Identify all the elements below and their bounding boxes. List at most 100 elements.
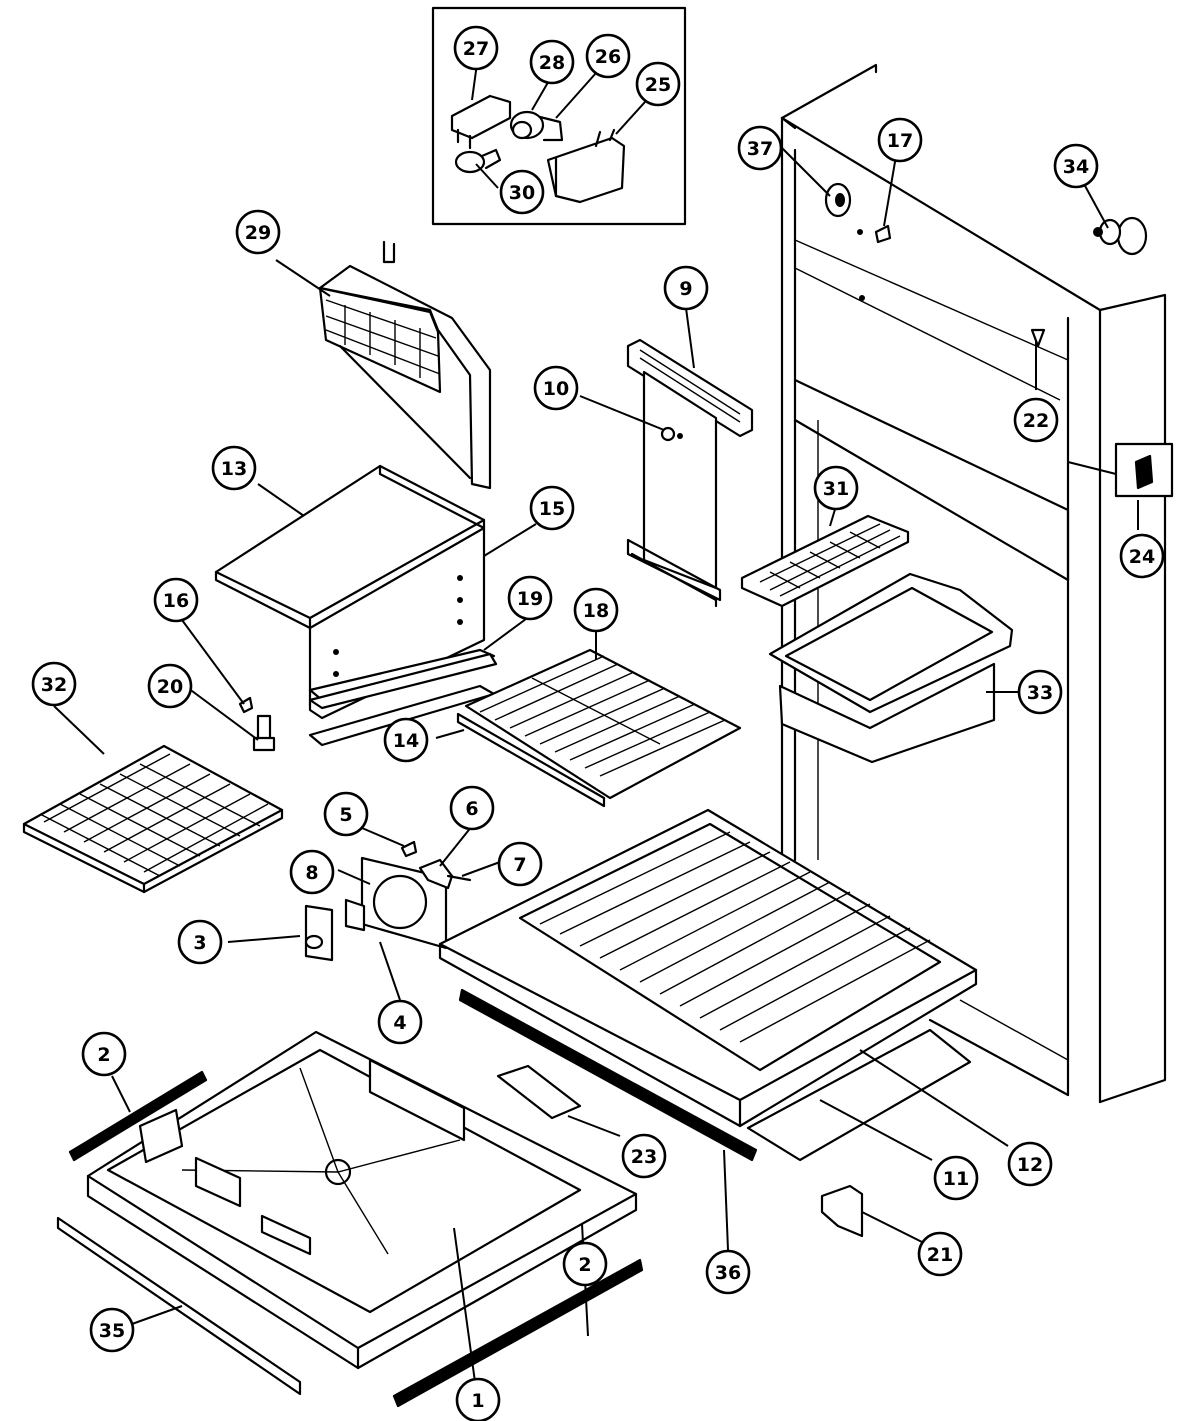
callout-22: 22 <box>1013 397 1059 443</box>
svg-text:29: 29 <box>245 222 271 244</box>
svg-text:12: 12 <box>1017 1154 1043 1176</box>
callout-20: 20 <box>147 663 193 709</box>
callout-30: 30 <box>499 169 545 215</box>
svg-text:15: 15 <box>539 498 565 520</box>
svg-text:1: 1 <box>471 1390 484 1412</box>
part-17-clip <box>874 224 892 244</box>
svg-text:36: 36 <box>715 1262 741 1284</box>
callout-28: 28 <box>529 39 575 85</box>
svg-text:33: 33 <box>1027 682 1053 704</box>
callout-34: 34 <box>1053 143 1099 189</box>
callout-23: 23 <box>621 1133 667 1179</box>
svg-text:3: 3 <box>193 932 206 954</box>
part-16-20-fasteners <box>238 696 276 752</box>
callout-37: 37 <box>737 125 783 171</box>
part-33-drawer <box>768 572 1014 764</box>
svg-text:20: 20 <box>157 676 183 698</box>
callout-19: 19 <box>507 575 553 621</box>
callout-7: 7 <box>497 841 543 887</box>
svg-text:19: 19 <box>517 588 543 610</box>
part-32-grille <box>22 744 284 894</box>
callout-24: 24 <box>1119 533 1165 579</box>
part-22-screw <box>1030 328 1046 348</box>
callout-6: 6 <box>449 785 495 831</box>
svg-text:25: 25 <box>645 74 671 96</box>
callout-5: 5 <box>323 791 369 837</box>
svg-text:5: 5 <box>339 804 352 826</box>
svg-text:26: 26 <box>595 46 621 68</box>
callout-16: 16 <box>153 577 199 623</box>
svg-text:32: 32 <box>41 674 67 696</box>
callout-11: 11 <box>933 1155 979 1201</box>
part-35-front-rail <box>56 1216 302 1396</box>
svg-text:2: 2 <box>97 1044 110 1066</box>
svg-text:7: 7 <box>513 854 526 876</box>
callout-33: 33 <box>1017 669 1063 715</box>
svg-text:8: 8 <box>305 862 318 884</box>
part-29-ice-tray-cover <box>318 240 492 490</box>
svg-text:30: 30 <box>509 182 535 204</box>
callout-14: 14 <box>383 717 429 763</box>
svg-text:23: 23 <box>631 1146 657 1168</box>
svg-text:9: 9 <box>679 278 692 300</box>
part-21-bracket <box>820 1184 864 1238</box>
part-12-crisper-shelf <box>438 808 978 1128</box>
svg-text:6: 6 <box>465 798 478 820</box>
callout-26: 26 <box>585 33 631 79</box>
svg-text:35: 35 <box>99 1320 125 1342</box>
svg-text:18: 18 <box>583 600 609 622</box>
callout-13: 13 <box>211 445 257 491</box>
part-37-control-knob <box>824 182 852 218</box>
part-1-drain-pan <box>86 1030 638 1370</box>
callout-10: 10 <box>533 365 579 411</box>
callout-25: 25 <box>635 61 681 107</box>
svg-text:24: 24 <box>1129 546 1155 568</box>
callout-36: 36 <box>705 1249 751 1295</box>
svg-text:27: 27 <box>463 38 489 60</box>
callout-12: 12 <box>1007 1141 1053 1187</box>
svg-text:37: 37 <box>747 138 773 160</box>
part-24-switch-box <box>1114 442 1174 498</box>
callout-1: 1 <box>455 1377 501 1421</box>
svg-text:10: 10 <box>543 378 569 400</box>
svg-text:31: 31 <box>823 478 849 500</box>
callout-32: 32 <box>31 661 77 707</box>
callout-4: 4 <box>377 999 423 1045</box>
svg-text:4: 4 <box>393 1012 406 1034</box>
svg-text:17: 17 <box>887 130 913 152</box>
callout-15: 15 <box>529 485 575 531</box>
part-3-8-fan-assembly <box>304 840 472 962</box>
svg-text:34: 34 <box>1063 156 1089 178</box>
callout-29: 29 <box>235 209 281 255</box>
svg-text:14: 14 <box>393 730 419 752</box>
svg-text:16: 16 <box>163 590 189 612</box>
callout-27: 27 <box>453 25 499 71</box>
part-36-trim <box>458 988 758 1162</box>
callout-17: 17 <box>877 117 923 163</box>
svg-text:13: 13 <box>221 458 247 480</box>
callout-2-right: 2 <box>562 1241 608 1287</box>
part-11-crisper-glass <box>746 1028 972 1162</box>
callout-31: 31 <box>813 465 859 511</box>
part-19-rail <box>308 648 498 747</box>
part-13-15-crisper <box>214 464 486 720</box>
callout-8: 8 <box>289 849 335 895</box>
part-31-ice-tray <box>740 514 910 608</box>
svg-text:2: 2 <box>578 1254 591 1276</box>
svg-text:22: 22 <box>1023 410 1049 432</box>
callout-3: 3 <box>177 919 223 965</box>
svg-text:11: 11 <box>943 1168 969 1190</box>
part-18-14-shelf <box>456 648 742 808</box>
part-23-spacer <box>496 1064 582 1120</box>
part-2-side-rails <box>68 1070 644 1408</box>
callout-9: 9 <box>663 265 709 311</box>
callout-21: 21 <box>917 1231 963 1277</box>
callout-18: 18 <box>573 587 619 633</box>
part-34-cap <box>1093 216 1148 256</box>
callout-2-left: 2 <box>81 1031 127 1077</box>
part-9-air-duct <box>626 338 754 608</box>
callout-35: 35 <box>89 1307 135 1353</box>
svg-text:28: 28 <box>539 52 565 74</box>
svg-text:21: 21 <box>927 1244 953 1266</box>
